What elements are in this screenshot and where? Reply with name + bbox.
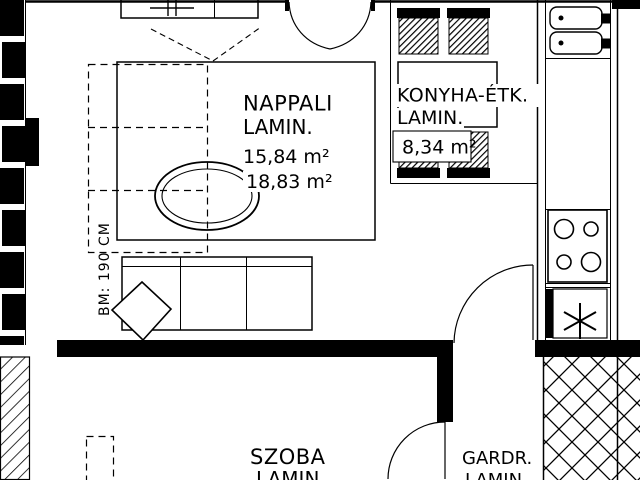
- living-room: [87, 0, 376, 342]
- chair-icon: [447, 8, 490, 55]
- top-wall: [25, 0, 640, 11]
- door-bottom: [387, 421, 446, 480]
- area-label-nappali-net: 15,84 m²: [243, 146, 330, 168]
- interior-walls: [57, 340, 640, 422]
- door-jamb: [285, 0, 289, 11]
- room-label-gardrob: GARDR.: [462, 448, 532, 469]
- appliance-star-icon: [563, 303, 597, 339]
- wall-pillar: [25, 118, 39, 166]
- door-right: [453, 264, 534, 344]
- doors: [288, 1, 534, 480]
- wall-horizontal-right: [535, 340, 640, 357]
- closet-dashed-outline: [87, 63, 209, 254]
- area-label-konyha: 8,34 m²: [402, 137, 476, 159]
- area-label-nappali-gross: 18,83 m²: [246, 171, 333, 193]
- room-label-nappali: NAPPALI: [243, 92, 333, 116]
- ceiling-height-annotation: BM: 190 CM: [97, 222, 113, 316]
- exterior-wall-bottom-left: [0, 356, 31, 480]
- double-door-top: [288, 1, 372, 50]
- floor-label-nappali: LAMIN.: [243, 115, 313, 139]
- room-label-konyha: KONYHA-ÉTK.: [397, 84, 528, 107]
- kitchen-zone-boundary: [390, 0, 537, 184]
- swing-dashed-lines: [150, 26, 262, 62]
- sink-icon: [549, 6, 611, 55]
- exterior-wall-left: [0, 0, 39, 345]
- labels: NAPPALI LAMIN. 15,84 m² 18,83 m² KONYHA-…: [97, 84, 542, 480]
- room-label-szoba: SZOBA: [250, 445, 326, 469]
- tv-cabinet: [120, 0, 259, 19]
- wall-horizontal-left: [57, 340, 453, 357]
- wall-vertical-szoba-gardrob: [437, 357, 453, 422]
- coffee-table-oval: [154, 161, 260, 231]
- floor-label-szoba: LAMIN.: [256, 467, 326, 480]
- shaft-void: [542, 357, 640, 480]
- kitchen-counter: [536, 0, 611, 340]
- door-jamb: [371, 0, 375, 11]
- rug-outline: [116, 61, 376, 241]
- furniture-dashed-outline: [85, 435, 115, 480]
- floor-label-gardrob: LAMIN.: [465, 470, 528, 480]
- sofa: [121, 256, 313, 331]
- appliance-box: [545, 288, 608, 339]
- chair-icon: [397, 8, 440, 55]
- pillow: [110, 280, 173, 342]
- stove-icon: [547, 209, 608, 283]
- floor-label-konyha: LAMIN.: [397, 107, 463, 129]
